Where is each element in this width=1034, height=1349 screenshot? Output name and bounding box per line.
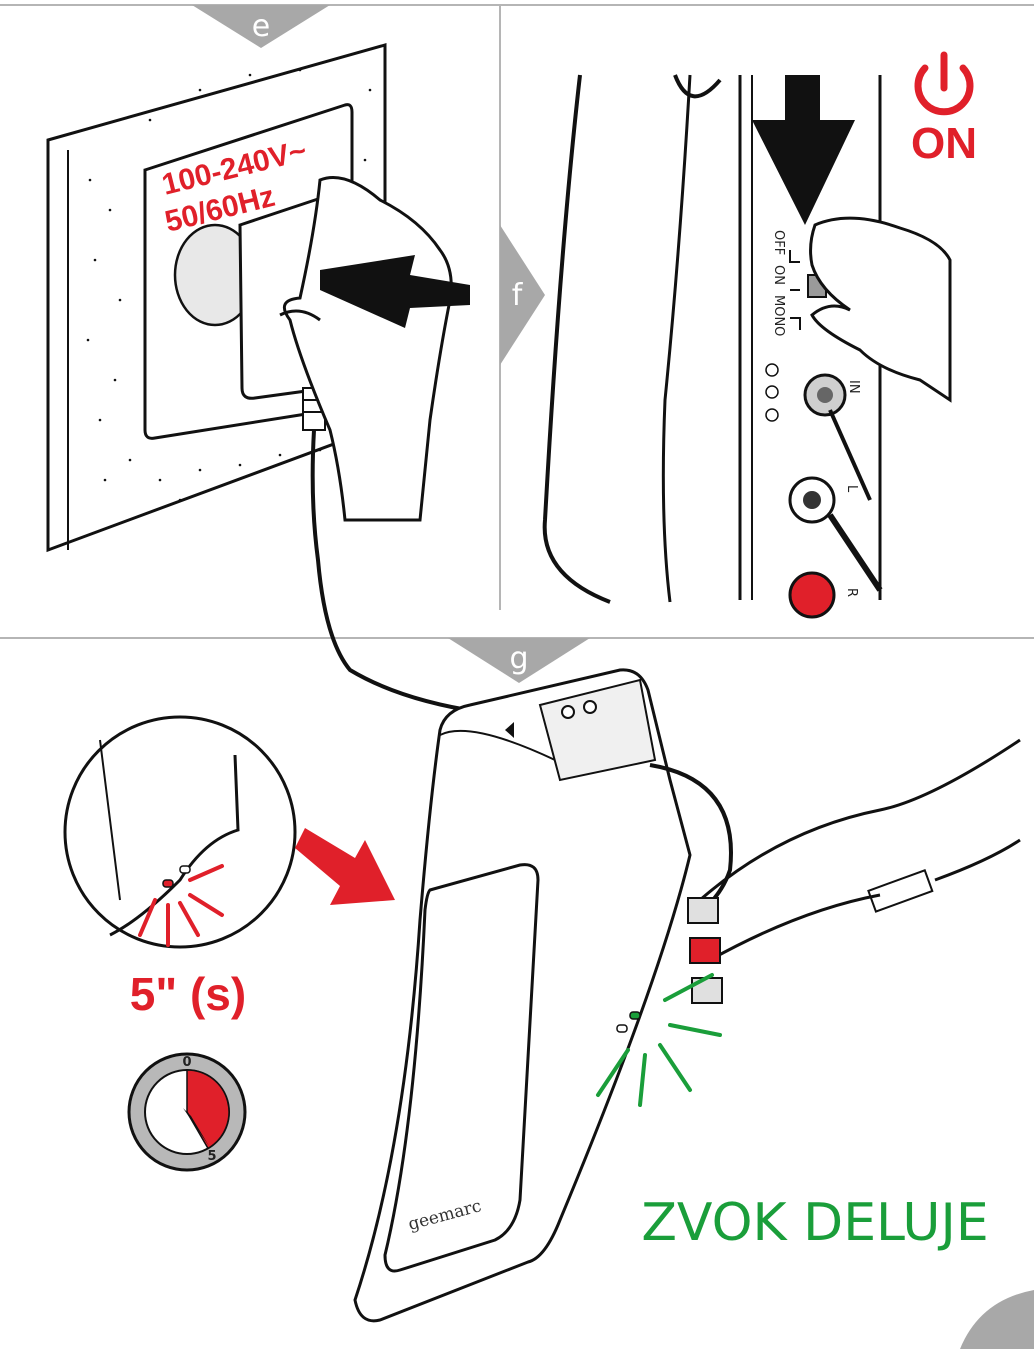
switch-label-off: OFF bbox=[771, 230, 786, 255]
jack-label-r: R bbox=[844, 588, 859, 597]
arrow-icon-down bbox=[752, 75, 855, 225]
page-corner-tab bbox=[960, 1290, 1034, 1349]
cables bbox=[650, 740, 1020, 1003]
zoom-callout bbox=[65, 717, 295, 947]
timer-icon: 0 5 bbox=[129, 1054, 245, 1170]
switch-label-on: ON bbox=[771, 265, 786, 285]
step-label-e: e bbox=[252, 9, 270, 44]
power-on-text: ON bbox=[911, 119, 977, 168]
power-icon bbox=[918, 55, 970, 112]
switch-label-mono: MONO bbox=[771, 295, 786, 336]
led-icon bbox=[617, 1025, 627, 1032]
transmitter-base: geemarc bbox=[355, 670, 690, 1321]
audio-jacks: IN L R bbox=[790, 375, 880, 617]
jack-label-in: IN bbox=[846, 380, 861, 394]
led-icon-green bbox=[630, 1012, 640, 1019]
step-tab-f: f bbox=[500, 225, 545, 365]
timer-scale-end: 5 bbox=[207, 1149, 216, 1164]
jack-label-l: L bbox=[844, 485, 859, 493]
arrow-icon-callout bbox=[295, 828, 395, 905]
status-text: ZVOK DELUJE bbox=[641, 1193, 988, 1253]
step-label-f: f bbox=[512, 278, 524, 313]
step-label-g: g bbox=[509, 641, 528, 676]
timer-scale-start: 0 bbox=[182, 1055, 191, 1070]
led-icon-red bbox=[163, 880, 173, 887]
timer-label: 5" (s) bbox=[130, 968, 246, 1020]
step-tab-e: e bbox=[192, 5, 330, 48]
step-tab-g: g bbox=[448, 638, 590, 683]
